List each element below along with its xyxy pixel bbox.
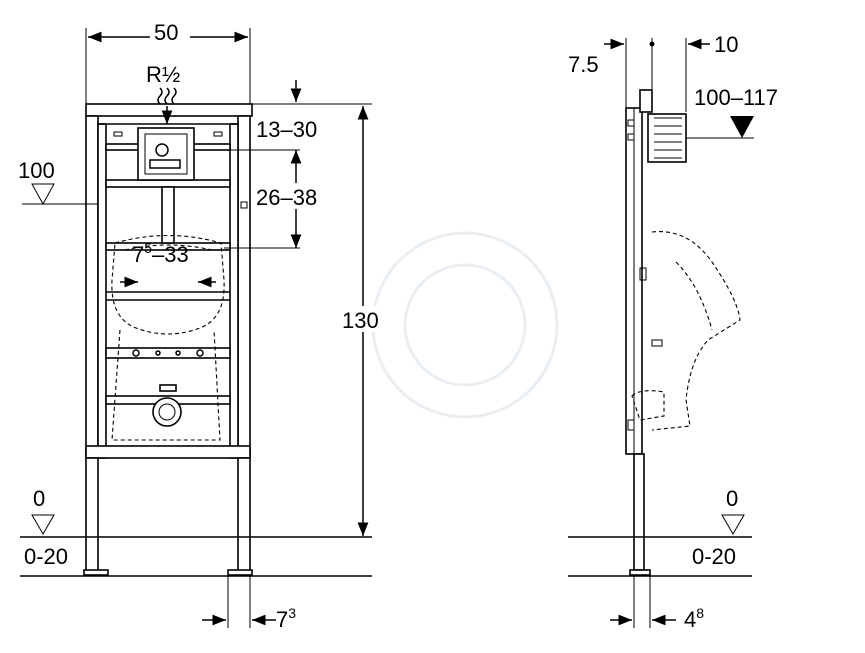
side-foot	[629, 569, 651, 576]
side-view: 7.5 10 100–117 0 0-20 48	[568, 32, 778, 632]
side-offset-left-label: 7.5	[568, 52, 599, 77]
dim-mid-range-label: 26–38	[256, 185, 317, 210]
level-upper-marker	[31, 183, 55, 206]
front-urinal-outline	[111, 235, 225, 335]
dim-spacing-label: 75–33	[132, 240, 189, 267]
watermark-logo	[371, 231, 559, 419]
side-offset-right-label: 10	[714, 32, 738, 57]
dim-height-label: 130	[342, 308, 379, 333]
frame-inner-right	[229, 123, 239, 459]
front-right-foot	[227, 569, 253, 576]
frame-left-post	[85, 115, 99, 459]
side-depth-label: 100–117	[694, 85, 778, 110]
frame-top-rail	[85, 103, 253, 117]
drain-outlet	[152, 397, 182, 427]
side-spigot	[647, 113, 687, 163]
dim-width-label: 50	[154, 20, 178, 45]
side-urinal-outline	[651, 231, 741, 431]
front-level-floor-label: 0	[33, 486, 45, 511]
front-floor-range-label: 0-20	[24, 544, 68, 569]
side-leg	[633, 453, 645, 571]
front-left-foot	[83, 569, 109, 576]
side-foot-label: 48	[684, 605, 704, 632]
thread-label: R½	[146, 62, 180, 87]
side-floor-marker	[721, 514, 745, 535]
side-floor-range-label: 0-20	[692, 544, 736, 569]
front-right-leg	[237, 457, 251, 573]
frame-bottom-rail	[85, 445, 251, 459]
upper-cross-rail	[105, 179, 231, 188]
front-left-leg	[85, 457, 99, 573]
frame-right-post	[237, 115, 251, 459]
supply-pipe	[161, 186, 175, 244]
level-upper-label: 100	[18, 158, 55, 183]
side-top-bracket	[639, 89, 653, 113]
front-view: 50 R½ 13–30 26–38 75–33 130 100 0 0-20	[18, 20, 386, 632]
side-depth-marker	[730, 116, 754, 138]
dim-leg-label: 73	[276, 605, 296, 632]
frame-inner-left	[97, 123, 107, 459]
urinal-bar	[105, 347, 231, 359]
dim-top-range-label: 13–30	[256, 117, 317, 142]
front-floor-marker	[31, 514, 55, 535]
side-level-floor-label: 0	[726, 486, 738, 511]
